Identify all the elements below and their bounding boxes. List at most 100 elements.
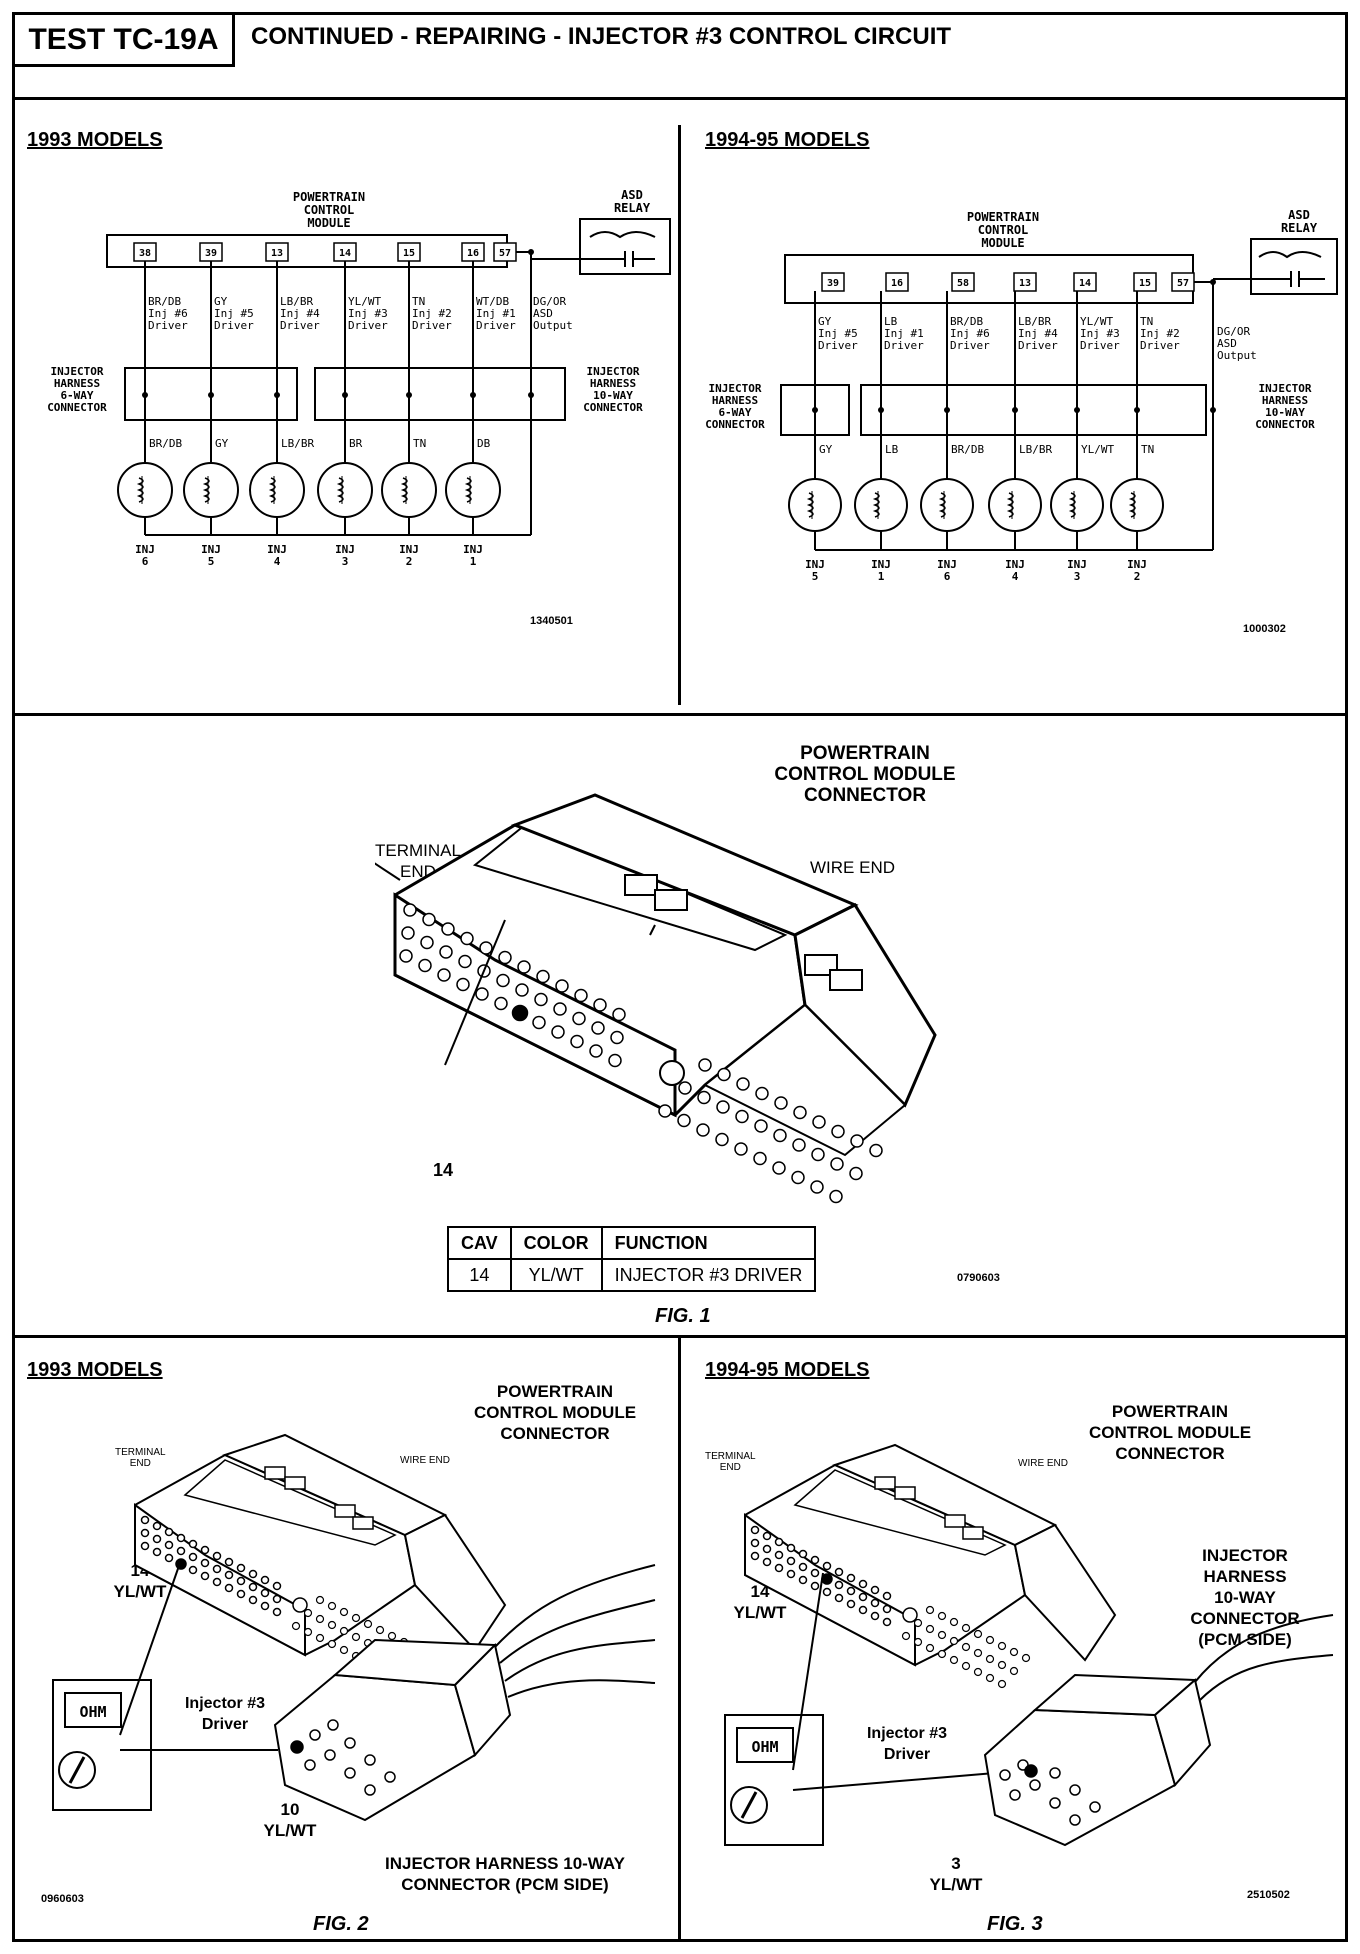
connector-cavity xyxy=(774,1096,788,1110)
connector-cavity xyxy=(327,1601,337,1611)
connector-cavity xyxy=(200,1545,210,1555)
connector-cavity xyxy=(792,1138,806,1152)
fig1-code: 0790603 xyxy=(957,1272,1000,1284)
connector-cavity xyxy=(715,1132,729,1147)
connector-cavity xyxy=(869,1143,883,1158)
connector-cavity xyxy=(858,1592,868,1602)
connector-cavity xyxy=(925,1624,935,1634)
injector-coil-icon xyxy=(1110,478,1164,532)
svg-text:HARNESS: HARNESS xyxy=(1262,394,1308,407)
connector-cavity xyxy=(937,1611,947,1621)
wire-color-label: BR/DB xyxy=(148,295,181,308)
fig2-code: 0960603 xyxy=(41,1893,84,1905)
connector-cavity xyxy=(327,1639,337,1649)
table-cell-cav: 14 xyxy=(447,1258,512,1292)
injector-number: 3 xyxy=(1074,570,1081,583)
injector-number: 6 xyxy=(142,555,149,568)
connector-cavity xyxy=(762,1544,772,1554)
left-10way-connector xyxy=(314,367,566,421)
connector-cavity xyxy=(572,1011,586,1026)
injector-coil-icon xyxy=(381,462,437,518)
left-10way-label: INJECTOR HARNESS 10-WAY CONNECTOR xyxy=(583,365,643,414)
wire-color-label: GY xyxy=(214,295,228,308)
connector-cavity xyxy=(822,1587,832,1597)
svg-text:INJECTOR: INJECTOR xyxy=(1259,382,1312,395)
connector-cavity xyxy=(248,1569,258,1579)
connector-cavity xyxy=(475,987,489,1001)
connector-cavity xyxy=(401,926,415,940)
connector-cavity xyxy=(1021,1653,1031,1663)
left-pcm-box xyxy=(106,234,508,268)
left-asd-output-3: Output xyxy=(533,319,573,332)
injector-number: 1 xyxy=(470,555,477,568)
injector-number: 5 xyxy=(208,555,215,568)
connector-cavity xyxy=(517,960,531,974)
lower-wire-label: TN xyxy=(1141,443,1154,456)
connector-cavity xyxy=(188,1565,198,1575)
injector-label: INJ xyxy=(871,558,891,571)
fig2-test-drawing: OHM xyxy=(52,1433,656,1822)
wire-injector-label: Inj #2 xyxy=(1140,327,1180,340)
connector-cavity xyxy=(224,1570,234,1580)
bottom-column-divider xyxy=(678,1335,681,1942)
connector-cavity xyxy=(236,1576,246,1586)
lower-wire-label: GY xyxy=(819,443,833,456)
connector-cavity xyxy=(515,983,529,997)
right-asd-label-2: RELAY xyxy=(1281,221,1318,235)
connector-cavity xyxy=(140,1515,150,1525)
fig3-cavities xyxy=(750,1525,1031,1689)
connector-cavity xyxy=(260,1575,270,1585)
connector-cavity xyxy=(375,1625,385,1635)
pcm-pin-label: 13 xyxy=(271,248,283,259)
connector-cavity xyxy=(973,1629,983,1639)
connector-cavity xyxy=(420,935,434,950)
connector-cavity xyxy=(553,1002,567,1016)
connector-cavity xyxy=(696,1123,710,1137)
connector-cavity xyxy=(164,1527,174,1537)
connector-cavity xyxy=(224,1557,234,1567)
connector-cavity xyxy=(750,1538,760,1548)
connector-cavity xyxy=(985,1654,995,1664)
right-6way-label: INJECTOR HARNESS 6-WAY CONNECTOR xyxy=(705,382,765,431)
connector-cavity xyxy=(961,1623,971,1633)
connector-cavity xyxy=(985,1673,995,1683)
table-cell-color: YL/WT xyxy=(509,1258,603,1292)
left-asd-relay-box xyxy=(579,218,671,275)
table-row: 14 YL/WT INJECTOR #3 DRIVER xyxy=(447,1258,817,1292)
connector-cavity xyxy=(351,1613,361,1623)
connector-cavity xyxy=(164,1540,174,1550)
wire-injector-label: Inj #5 xyxy=(818,327,858,340)
connector-cavity xyxy=(997,1641,1007,1651)
connector-cavity xyxy=(532,1015,546,1030)
pcm-pin-58 xyxy=(951,272,975,292)
connector-cavity xyxy=(608,1053,622,1068)
connector-cavity xyxy=(786,1569,796,1579)
connector-cavity xyxy=(140,1541,150,1551)
connector-cavity xyxy=(762,1557,772,1567)
connector-cavity xyxy=(212,1577,222,1587)
connector-cavity xyxy=(829,1189,843,1204)
connector-cavity xyxy=(511,1004,529,1022)
injector-label: INJ xyxy=(463,543,483,556)
pcm-pin-label: 58 xyxy=(957,278,969,289)
connector-cavity xyxy=(773,1128,787,1143)
lower-wire-label: GY xyxy=(215,437,229,450)
connector-cavity xyxy=(786,1556,796,1566)
wire-color-label: LB/BR xyxy=(1018,315,1051,328)
connector-cavity xyxy=(961,1642,971,1652)
wire-color-label: TN xyxy=(412,295,425,308)
connector-cavity xyxy=(494,996,508,1011)
wire-color-label: LB/BR xyxy=(280,295,313,308)
connector-cavity xyxy=(574,988,588,1003)
connector-cavity xyxy=(152,1521,162,1531)
connector-cavity xyxy=(593,998,607,1012)
svg-text:INJECTOR: INJECTOR xyxy=(709,382,762,395)
connector-cavity xyxy=(753,1151,767,1166)
right-relay-coil-icon xyxy=(1258,251,1322,259)
injector-coil-icon xyxy=(788,478,842,532)
